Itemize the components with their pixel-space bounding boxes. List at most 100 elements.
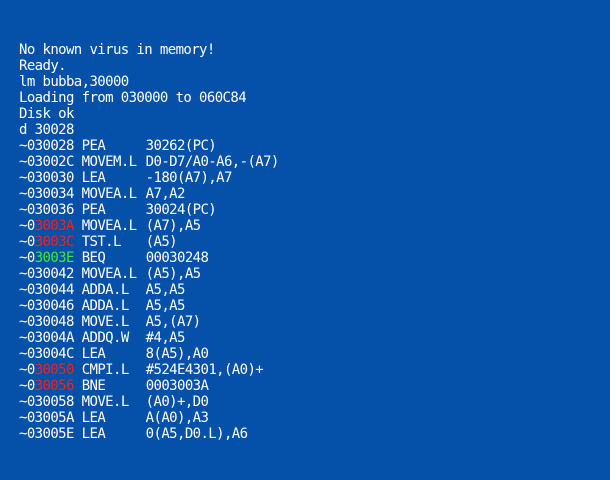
disassembly-row: ~030046 ADDA.L A5,A5 — [19, 298, 279, 314]
disassembly-row: ~03003E BEQ 00030248 — [19, 250, 279, 266]
disassembly-row: ~030050 CMPI.L#524E4301,(A0)+ — [19, 362, 279, 378]
disassembly-row: ~030056 BNE 0003003A — [19, 378, 279, 394]
disassembly-row: ~030030 LEA -180(A7),A7 — [19, 170, 279, 186]
instruction-operands: 30024(PC) — [145, 202, 217, 218]
instruction-operands: 00030248 — [145, 250, 209, 266]
instruction-mnemonic: MOVE.L — [81, 314, 130, 330]
line-prefix: ~ — [19, 426, 27, 442]
instruction-operands: 30262(PC) — [145, 138, 217, 154]
instruction-operands: 0003003A — [145, 378, 209, 394]
line-prefix: ~ — [19, 298, 27, 314]
disassembly-row: ~03005E LEA 0(A5,D0.L),A6 — [19, 426, 279, 442]
instruction-operands: 0(A5,D0.L),A6 — [145, 426, 248, 442]
instruction-operands: #4,A5 — [145, 330, 186, 346]
instruction-mnemonic: LEA — [81, 170, 106, 186]
address: 03005E — [26, 426, 75, 442]
instruction-mnemonic: MOVEA.L — [81, 186, 137, 202]
line-prefix: ~ — [19, 218, 27, 234]
address-prefix: 0 — [26, 218, 35, 234]
instruction-mnemonic: PEA — [81, 138, 106, 154]
line-prefix: ~ — [19, 250, 27, 266]
instruction-operands: #524E4301,(A0)+ — [145, 362, 264, 378]
address: 030048 — [26, 314, 75, 330]
disassembly-row: ~030042 MOVEA.L (A5),A5 — [19, 266, 279, 282]
console-message-line: Loading from 030000 to 060C84 — [19, 90, 247, 106]
address-prefix: 0 — [26, 378, 35, 394]
instruction-mnemonic: PEA — [81, 202, 106, 218]
line-prefix: ~ — [19, 154, 27, 170]
disassembly-row: ~03004A ADDQ.W#4,A5 — [19, 330, 279, 346]
address: 03004C — [26, 346, 75, 362]
instruction-mnemonic: LEA — [81, 346, 106, 362]
address: 030030 — [26, 170, 75, 186]
line-prefix: ~ — [19, 282, 27, 298]
disassembly-row: ~03003A MOVEA.L (A7),A5 — [19, 218, 279, 234]
breakpoint-current-address: 3003E — [34, 250, 75, 266]
address-prefix: 0 — [26, 362, 35, 378]
address: 030028 — [26, 138, 75, 154]
instruction-operands: A5,A5 — [145, 282, 186, 298]
address-prefix: 0 — [26, 250, 35, 266]
disassembly-row: ~030028 PEA 30262(PC) — [19, 138, 279, 154]
breakpoint-address: 3003C — [34, 234, 75, 250]
line-prefix: ~ — [19, 378, 27, 394]
disassembly-row: ~030044 ADDA.L A5,A5 — [19, 282, 279, 298]
line-prefix: ~ — [19, 266, 27, 282]
console-message-line: Ready. — [19, 58, 67, 74]
disassembly-row: ~03004C LEA 8(A5),A0 — [19, 346, 279, 362]
instruction-mnemonic: MOVEA.L — [81, 218, 137, 234]
address: 030046 — [26, 298, 75, 314]
instruction-mnemonic: BNE — [81, 378, 106, 394]
console-output[interactable]: No known virus in memory!Ready.lm bubba,… — [19, 42, 279, 442]
instruction-mnemonic: LEA — [81, 410, 106, 426]
instruction-operands: (A0)+,D0 — [145, 394, 209, 410]
instruction-operands: A7,A2 — [145, 186, 186, 202]
line-prefix: ~ — [19, 362, 27, 378]
instruction-mnemonic: MOVE.L — [81, 394, 130, 410]
disassembly-row: ~03002C MOVEM.L D0-D7/A0-A6,-(A7) — [19, 154, 279, 170]
line-prefix: ~ — [19, 170, 27, 186]
line-prefix: ~ — [19, 314, 27, 330]
console-message-line: d 30028 — [19, 122, 74, 138]
line-prefix: ~ — [19, 234, 27, 250]
address: 030058 — [26, 394, 75, 410]
line-prefix: ~ — [19, 202, 27, 218]
line-prefix: ~ — [19, 186, 27, 202]
disassembly-row: ~030058 MOVE.L (A0)+,D0 — [19, 394, 279, 410]
line-prefix: ~ — [19, 346, 27, 362]
address: 030036 — [26, 202, 75, 218]
instruction-mnemonic: TST.L — [81, 234, 122, 250]
line-prefix: ~ — [19, 394, 27, 410]
instruction-operands: D0-D7/A0-A6,-(A7) — [145, 154, 280, 170]
address: 030034 — [26, 186, 75, 202]
disassembly-row: ~03003C TST.L(A5) — [19, 234, 279, 250]
instruction-mnemonic: ADDQ.W — [81, 330, 130, 346]
instruction-operands: A5,A5 — [145, 298, 186, 314]
instruction-mnemonic: MOVEM.L — [81, 154, 137, 170]
address: 03004A — [26, 330, 75, 346]
line-prefix: ~ — [19, 138, 27, 154]
instruction-mnemonic: CMPI.L — [81, 362, 130, 378]
console-message-line: lm bubba,30000 — [19, 74, 129, 90]
breakpoint-address: 3003A — [34, 218, 75, 234]
address: 03005A — [26, 410, 75, 426]
breakpoint-address: 30056 — [34, 378, 75, 394]
instruction-mnemonic: ADDA.L — [81, 298, 130, 314]
disassembly-row: ~030034 MOVEA.L A7,A2 — [19, 186, 279, 202]
instruction-operands: 8(A5),A0 — [145, 346, 209, 362]
instruction-operands: -180(A7),A7 — [145, 170, 233, 186]
instruction-operands: (A5),A5 — [145, 266, 201, 282]
instruction-mnemonic: LEA — [81, 426, 106, 442]
address: 030042 — [26, 266, 75, 282]
instruction-mnemonic: ADDA.L — [81, 282, 130, 298]
console-message-line: Disk ok — [19, 106, 74, 122]
console-message-line: No known virus in memory! — [19, 42, 215, 58]
address: 030044 — [26, 282, 75, 298]
address: 03002C — [26, 154, 75, 170]
instruction-mnemonic: BEQ — [81, 250, 106, 266]
instruction-operands: A(A0),A3 — [145, 410, 209, 426]
instruction-operands: (A7),A5 — [145, 218, 201, 234]
instruction-mnemonic: MOVEA.L — [81, 266, 137, 282]
